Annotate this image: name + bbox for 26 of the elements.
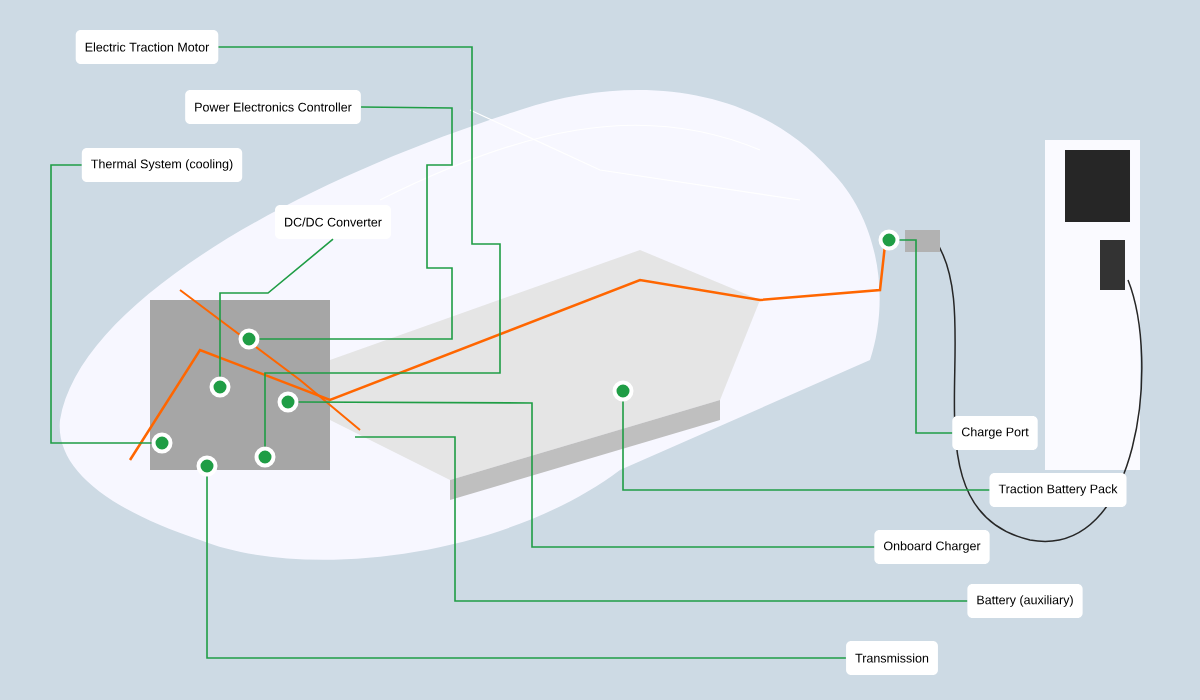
marker-dot [238,328,260,350]
marker-dot [196,455,218,477]
label-box: Onboard Charger [874,530,990,564]
leader-line [622,400,991,491]
label-box: Electric Traction Motor [75,30,219,64]
leader-line [354,436,968,602]
leader-line [258,106,453,340]
label-box: Power Electronics Controller [185,90,361,124]
leader-line [898,239,953,434]
leader-line [219,238,334,378]
marker-dot [209,376,231,398]
leader-line [217,46,501,448]
marker-dot [277,391,299,413]
label-box: Traction Battery Pack [989,473,1127,507]
label-box: Thermal System (cooling) [81,148,243,182]
label-box: DC/DC Converter [275,205,391,239]
marker-dot [151,432,173,454]
marker-dot [254,446,276,468]
marker-dot [878,229,900,251]
label-box: Charge Port [952,416,1038,450]
leader-line [206,475,847,659]
label-box: Battery (auxiliary) [967,584,1083,618]
label-box: Transmission [846,641,938,675]
leader-line [50,164,153,444]
leader-line [297,401,875,548]
marker-dot [612,380,634,402]
